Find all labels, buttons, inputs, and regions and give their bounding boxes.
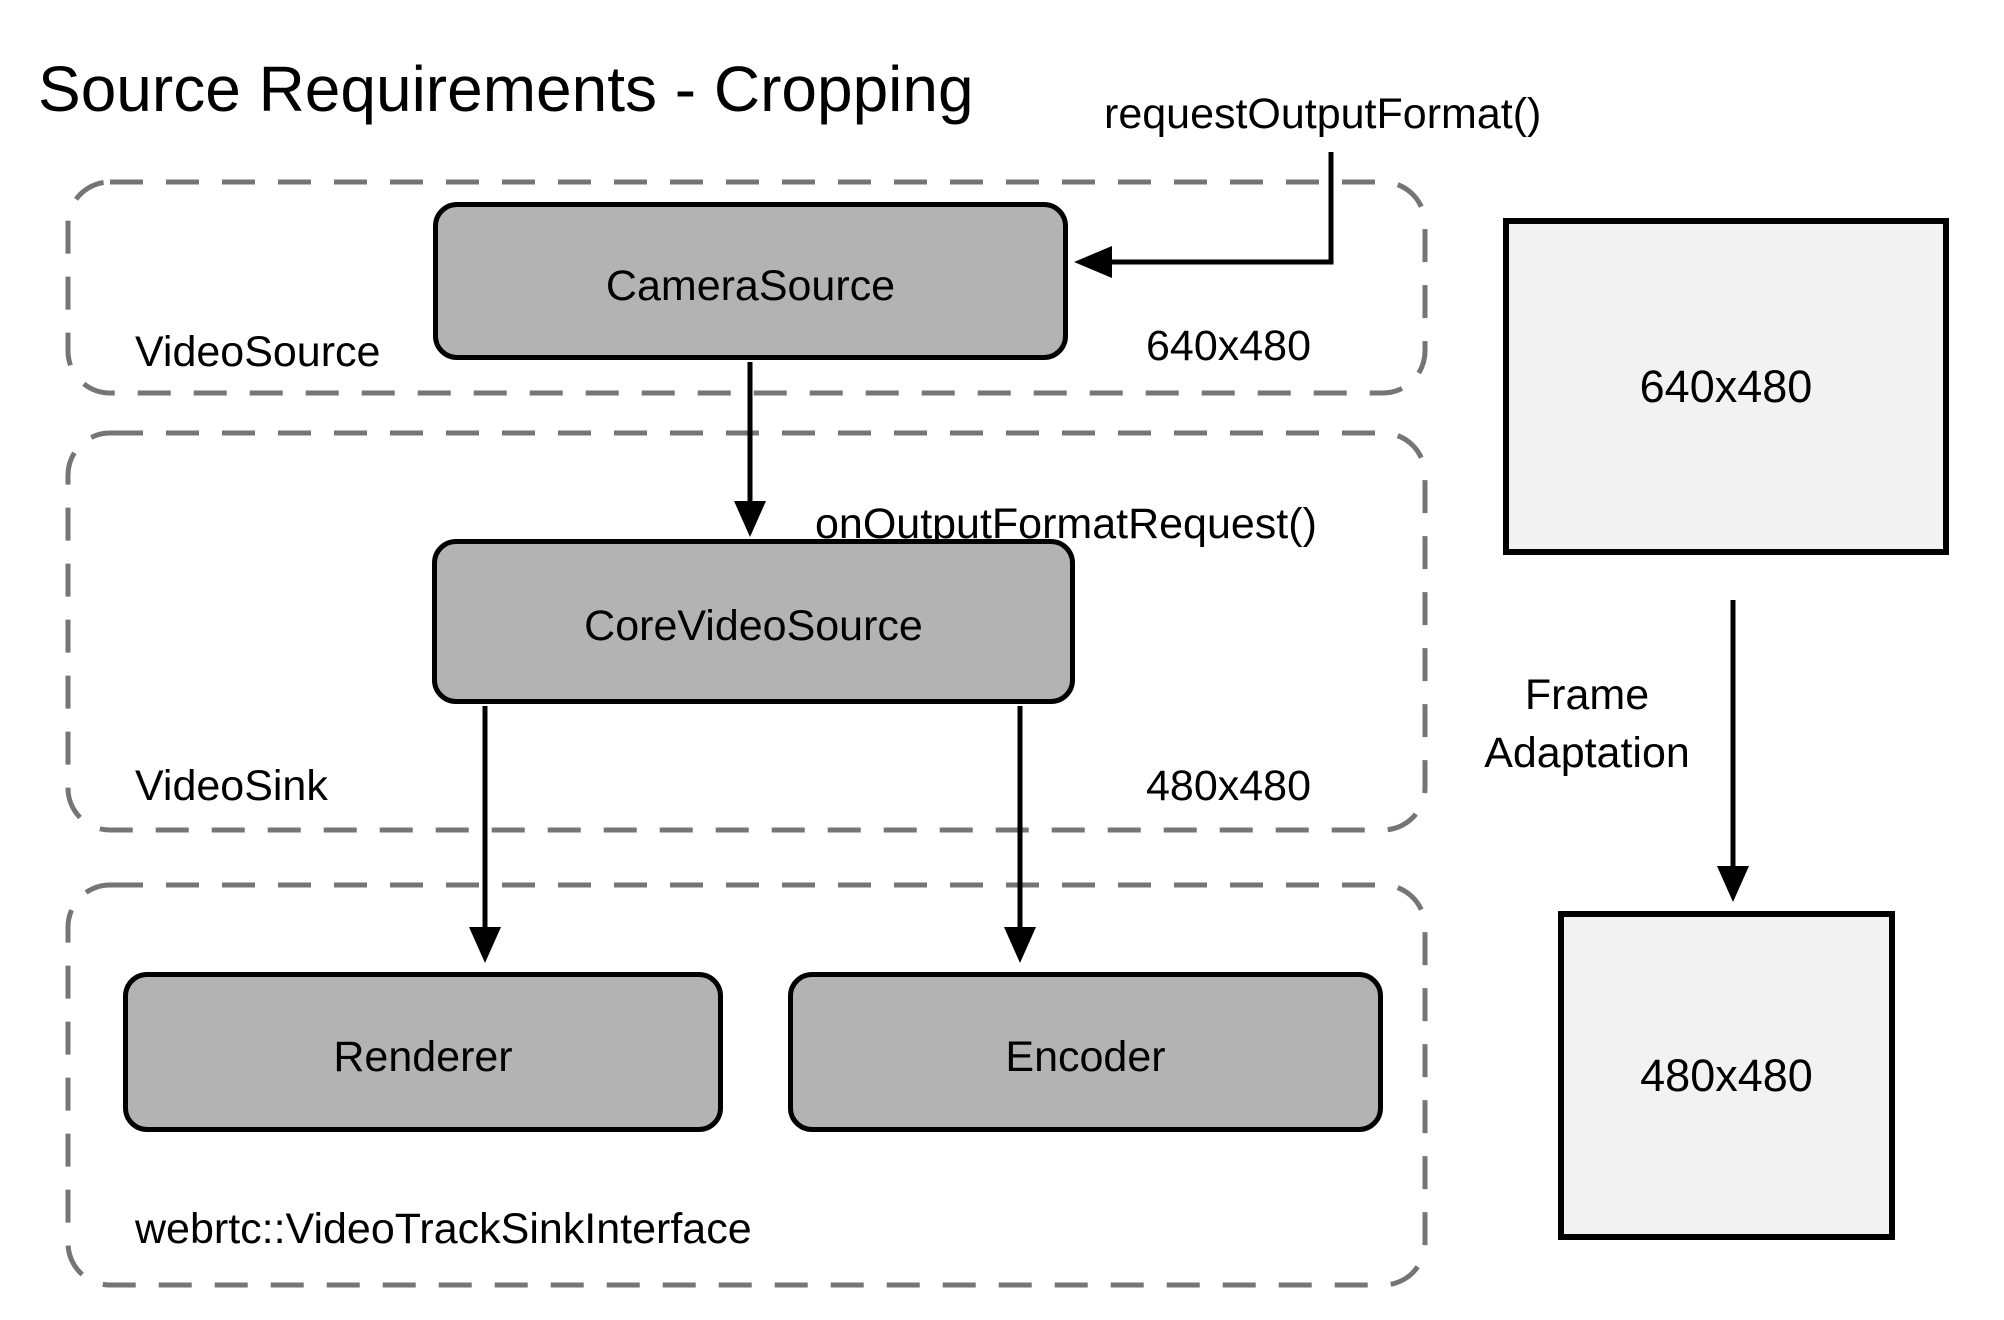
videosource-resolution-label: 640x480	[1146, 322, 1311, 370]
camera-to-core-arrowhead-icon	[734, 501, 766, 537]
frame-adaptation-arrowhead-icon	[1717, 866, 1749, 902]
renderer-node: Renderer	[123, 972, 723, 1132]
renderer-node-label: Renderer	[333, 1032, 513, 1081]
camera-source-node-label: CameraSource	[605, 261, 896, 310]
core-to-encoder-arrowhead-icon	[1004, 927, 1036, 963]
page-title: Source Requirements - Cropping	[38, 53, 974, 125]
request-output-format-arrowhead-icon	[1074, 246, 1112, 278]
core-video-source-node: CoreVideoSource	[432, 539, 1075, 704]
videosink-resolution-label: 480x480	[1146, 762, 1311, 810]
frame-adaptation-label: Frame Adaptation	[1484, 671, 1690, 778]
camera-source-node: CameraSource	[433, 202, 1068, 360]
videosink-container-label: VideoSink	[135, 762, 328, 810]
request-output-format-arrow	[1104, 152, 1334, 265]
videosource-container-label: VideoSource	[135, 328, 381, 376]
input-frame-640x480: 640x480	[1503, 218, 1949, 555]
encoder-node-label: Encoder	[1005, 1032, 1166, 1081]
encoder-node: Encoder	[788, 972, 1383, 1132]
output-frame-480x480: 480x480	[1558, 911, 1895, 1240]
request-output-format-label: requestOutputFormat()	[1104, 90, 1542, 138]
core-to-renderer-arrowhead-icon	[469, 927, 501, 963]
sink-interface-container-label: webrtc::VideoTrackSinkInterface	[135, 1205, 752, 1253]
output-frame-label: 480x480	[1640, 1049, 1813, 1101]
input-frame-label: 640x480	[1639, 360, 1813, 412]
core-video-source-node-label: CoreVideoSource	[584, 602, 923, 650]
